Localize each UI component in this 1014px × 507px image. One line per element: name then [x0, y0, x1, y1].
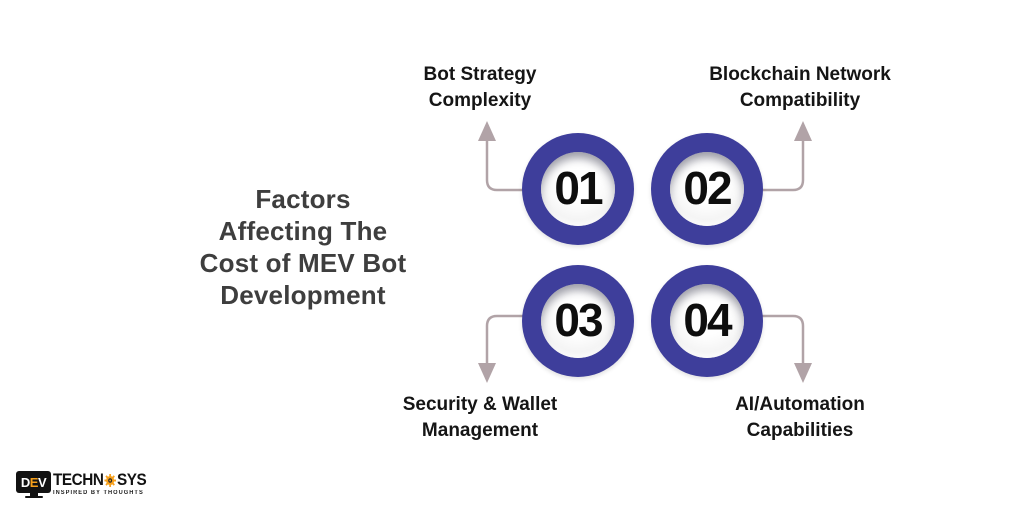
factor-label-bot-strategy: Bot Strategy Complexity: [330, 62, 630, 114]
step-circle-inner: 04: [670, 284, 744, 358]
step-circle-04: 04: [651, 265, 763, 377]
title-line: Development: [220, 280, 386, 310]
logo-text: TECHN SYS IN: [53, 470, 157, 497]
step-number: 03: [554, 294, 603, 346]
factor-label-line: Management: [421, 420, 539, 441]
step-circle-02: 02: [651, 133, 763, 245]
arrowhead-down-left-icon: [478, 363, 496, 383]
factor-label-line: Bot Strategy: [423, 64, 537, 85]
page-title: Factors Affecting The Cost of MEV Bot De…: [143, 183, 463, 311]
curved-arrow-down-left: [485, 314, 524, 364]
curved-arrow-up-left: [485, 140, 524, 192]
monitor-base: [24, 496, 43, 498]
factor-label-line: Blockchain Network: [709, 64, 891, 85]
factor-label-line: Security & Wallet: [402, 394, 558, 415]
logo-letter: D: [20, 474, 30, 490]
gear-icon: [104, 473, 117, 487]
factor-label-line: Compatibility: [739, 90, 861, 111]
factor-label-blockchain-network: Blockchain Network Compatibility: [650, 62, 950, 114]
brand-name: TECHN SYS: [53, 470, 147, 489]
factor-label-line: Capabilities: [746, 420, 854, 441]
title-line: Affecting The: [218, 216, 388, 246]
brand-part-right: SYS: [116, 470, 147, 489]
brand-part-left: TECHN: [53, 470, 104, 489]
title-line: Cost of MEV Bot: [199, 248, 407, 278]
monitor-stand: [29, 493, 38, 496]
arrowhead-down-right-icon: [794, 363, 812, 383]
step-number: 02: [683, 162, 732, 214]
step-number: 04: [683, 294, 732, 346]
step-circle-03: 03: [522, 265, 634, 377]
step-circle-01: 01: [522, 133, 634, 245]
step-number: 01: [554, 162, 603, 214]
step-circle-inner: 03: [541, 284, 615, 358]
logo-letter: E: [29, 474, 39, 490]
title-line: Factors: [255, 184, 351, 214]
step-circle-inner: 01: [541, 152, 615, 226]
logo-letter: V: [37, 474, 47, 490]
arrowhead-up-left-icon: [478, 121, 496, 141]
factor-label-security-wallet: Security & Wallet Management: [330, 392, 630, 444]
step-circle-inner: 02: [670, 152, 744, 226]
arrowhead-up-right-icon: [794, 121, 812, 141]
logo-tagline: INSPIRED BY THOUGHTS: [53, 490, 144, 496]
curved-arrow-down-right: [760, 314, 805, 364]
curved-arrow-up-right: [760, 140, 805, 192]
factor-label-ai-automation: AI/Automation Capabilities: [650, 392, 950, 444]
factor-label-line: Complexity: [428, 90, 532, 111]
factor-label-line: AI/Automation: [735, 394, 865, 415]
